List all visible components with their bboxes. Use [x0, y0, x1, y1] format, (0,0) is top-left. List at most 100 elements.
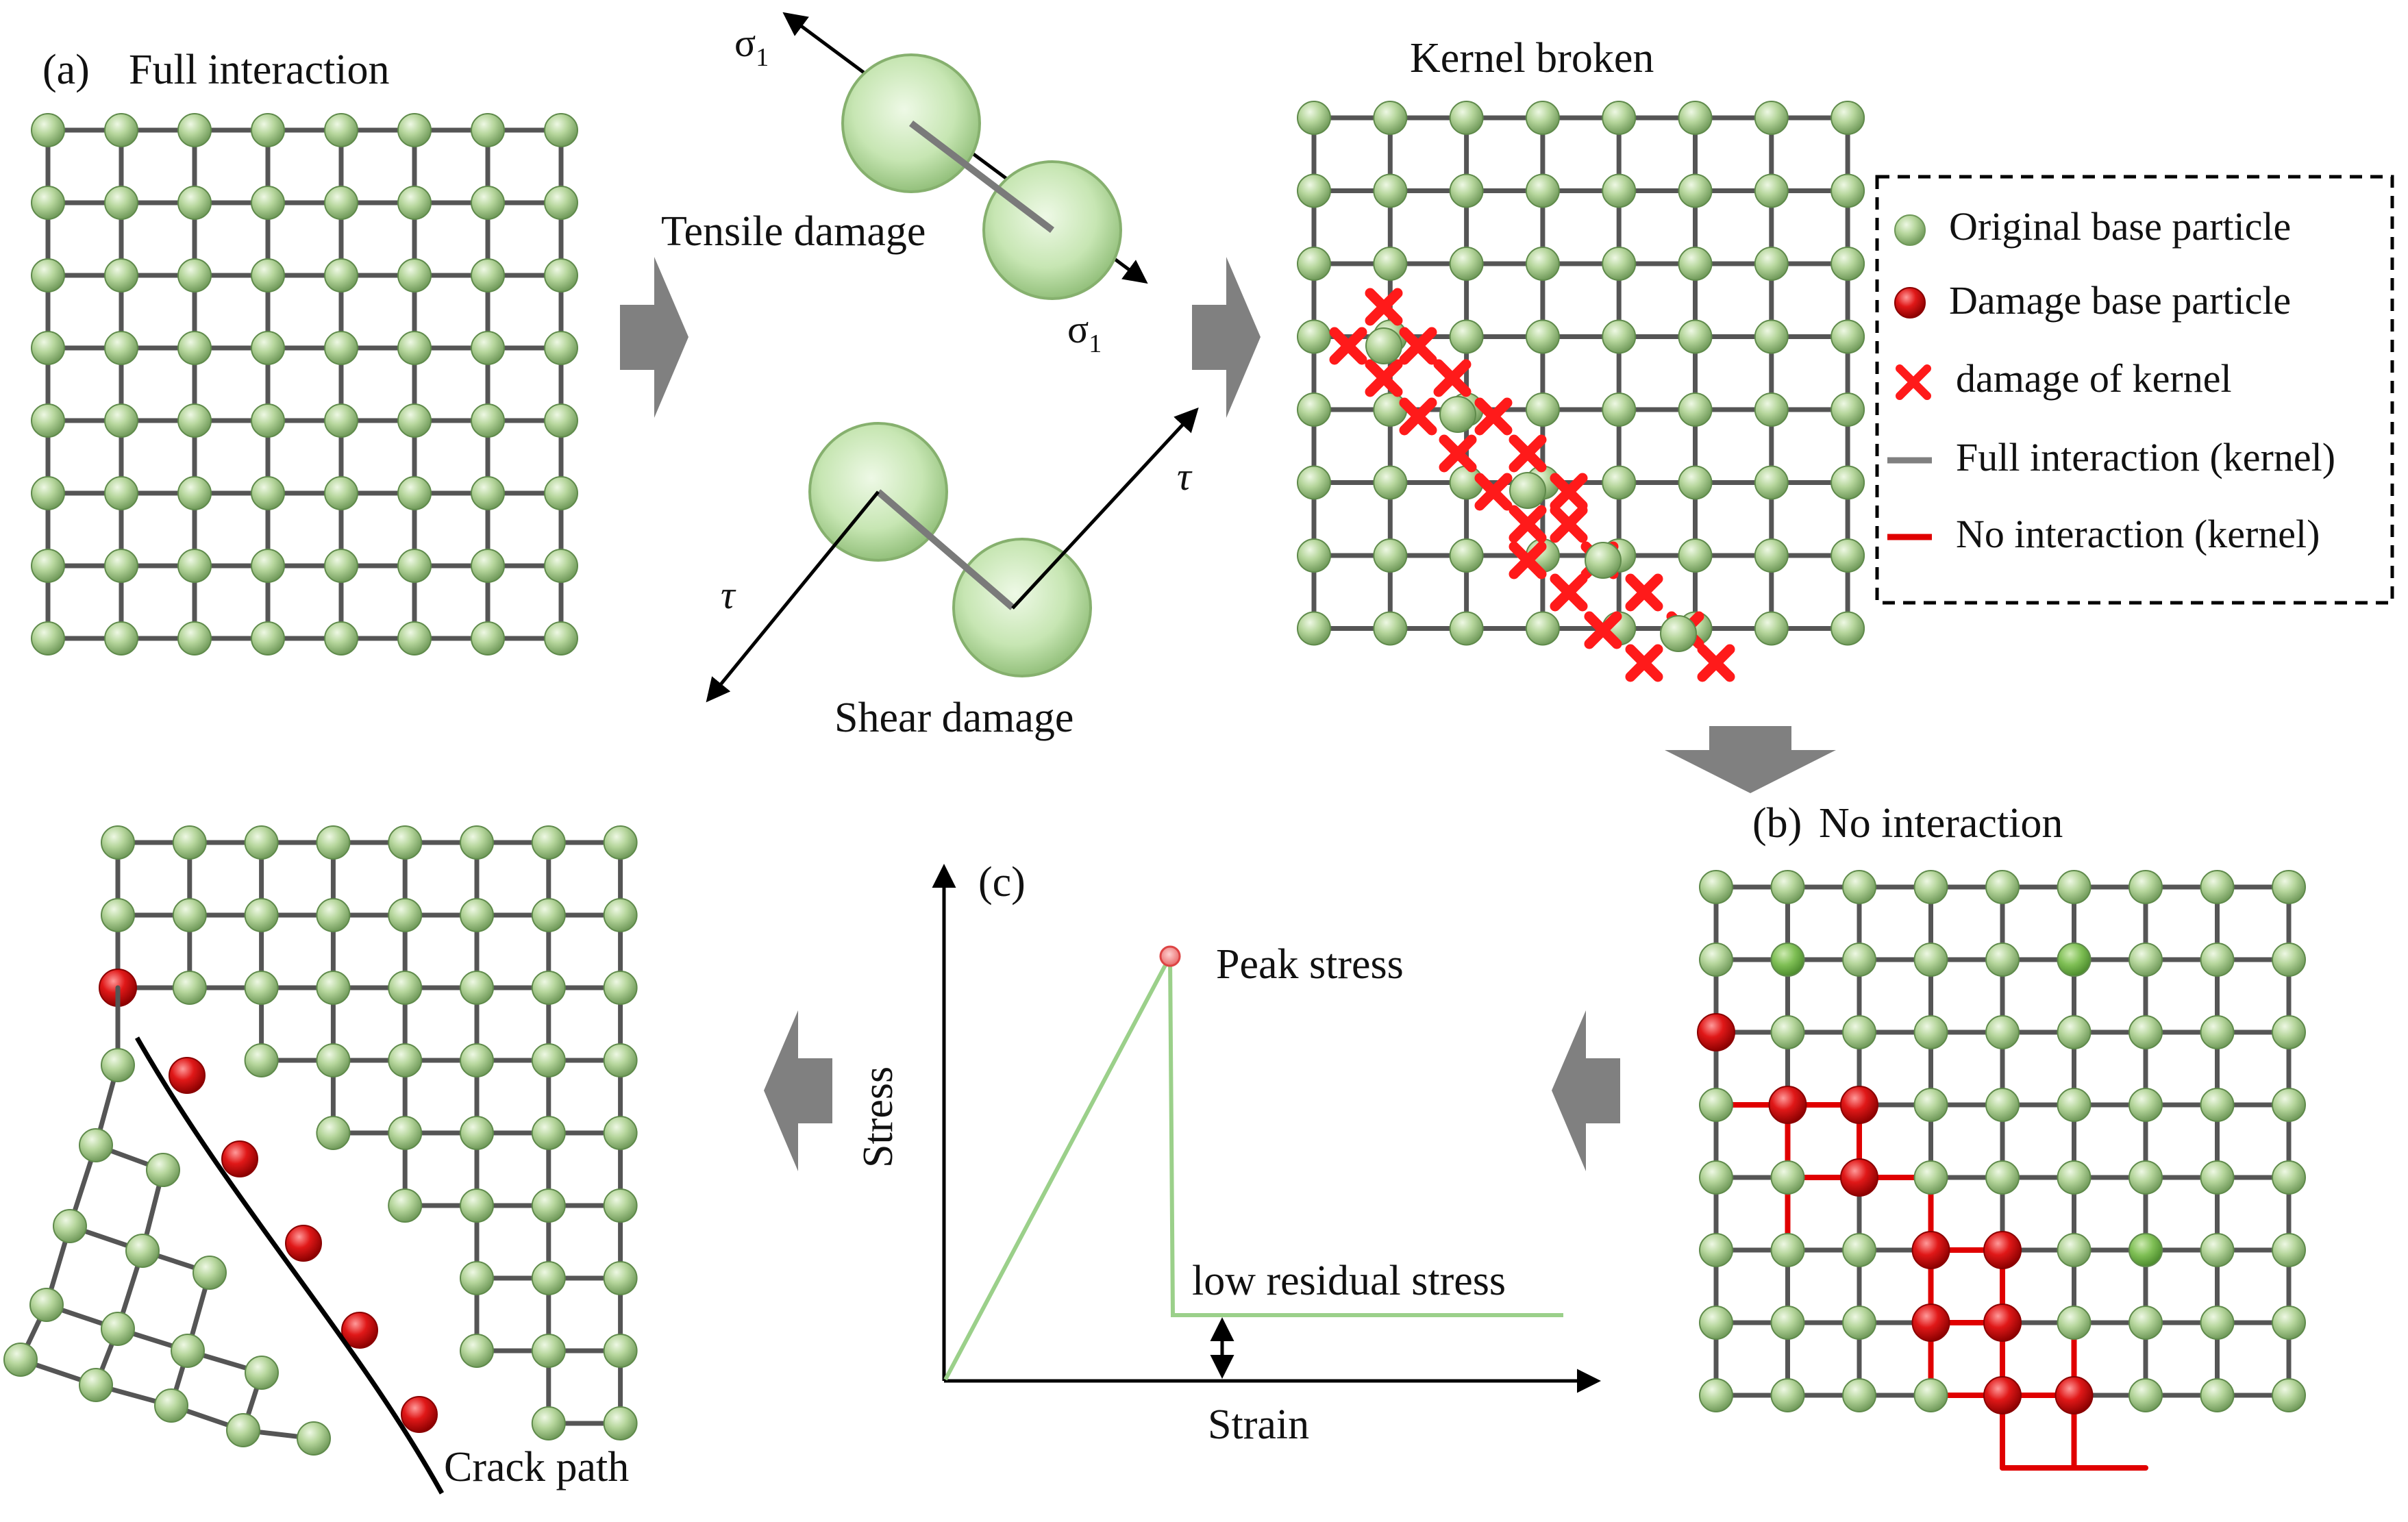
particle — [471, 403, 505, 438]
particle — [460, 1043, 494, 1077]
full-interaction-lattice — [31, 113, 578, 656]
particle — [471, 621, 505, 656]
particle — [2272, 1015, 2306, 1049]
particle — [1770, 1233, 1805, 1267]
particle — [471, 331, 505, 365]
particle — [471, 476, 505, 510]
sigma-top-label: σ1 — [734, 21, 769, 72]
particle — [2057, 1015, 2092, 1049]
particle — [1602, 392, 1637, 427]
particle — [603, 1406, 638, 1440]
legend-original-particle-icon — [1894, 214, 1926, 246]
particle — [104, 549, 138, 583]
particle — [177, 113, 212, 147]
particle — [397, 621, 432, 656]
particle — [1699, 943, 1733, 977]
particle — [531, 1261, 566, 1295]
shear-bond — [876, 489, 1015, 610]
particle — [603, 971, 638, 1005]
particle — [603, 1043, 638, 1077]
damaged-particle — [1840, 1158, 1878, 1197]
damaged-particle — [1983, 1303, 2022, 1342]
particle — [544, 403, 578, 438]
particle — [251, 403, 285, 438]
released-particle — [285, 1225, 322, 1262]
legend-frame — [1875, 175, 2394, 605]
particle — [471, 113, 505, 147]
tensile-damage-illustration — [782, 12, 1148, 300]
particle — [1830, 319, 1865, 354]
particle — [53, 1209, 87, 1243]
particle — [544, 331, 578, 365]
damaged-particle — [1697, 1013, 1735, 1051]
crack-path-label: Crack path — [444, 1444, 629, 1490]
legend-damage-label: Damage base particle — [1949, 278, 2291, 323]
particle — [324, 113, 358, 147]
particle — [245, 1356, 279, 1390]
panel-a-tag: (a) — [42, 47, 90, 93]
particle — [244, 1043, 279, 1077]
particle — [104, 621, 138, 656]
stress-strain-curve — [943, 955, 1563, 1381]
flow-arrow-left-1 — [1552, 1010, 1620, 1171]
particle — [1297, 101, 1331, 135]
residual-stress-label: low residual stress — [1192, 1258, 1506, 1304]
sigma-bottom-label: σ1 — [1067, 307, 1102, 358]
particle — [29, 1288, 64, 1322]
particle — [388, 898, 423, 932]
particle — [460, 1261, 494, 1295]
particle — [172, 971, 207, 1005]
particle — [2057, 1306, 2092, 1340]
released-particle — [401, 1396, 438, 1433]
kernel-broken-title: Kernel broken — [1410, 35, 1654, 82]
particle — [244, 898, 279, 932]
particle — [125, 1234, 160, 1268]
particle — [1373, 538, 1408, 573]
particle — [79, 1368, 113, 1402]
legend-damage-particle-icon — [1894, 287, 1926, 319]
particle — [1754, 392, 1789, 427]
particle — [388, 971, 423, 1005]
flow-arrow-left-2 — [764, 1010, 832, 1171]
particle — [154, 1388, 188, 1423]
particle — [531, 898, 566, 932]
particle — [316, 1116, 351, 1150]
particle — [1678, 538, 1713, 573]
particle — [251, 113, 285, 147]
particle — [1373, 173, 1408, 208]
particle-variant — [1770, 943, 1805, 977]
particle — [544, 621, 578, 656]
particle — [3, 1343, 38, 1377]
kernel-damage-cross — [1509, 505, 1547, 543]
particle — [1913, 870, 1948, 904]
particle — [1297, 611, 1331, 646]
particle — [2200, 1160, 2235, 1195]
legend: Original base particle Damage base parti… — [1875, 175, 2394, 605]
particle — [544, 258, 578, 292]
particle — [460, 898, 494, 932]
stress-strain-chart — [932, 864, 1601, 1393]
particle — [1754, 247, 1789, 281]
particle — [2200, 943, 2235, 977]
particle — [79, 1128, 113, 1162]
kernel-damage-cross — [1625, 573, 1663, 612]
legend-none-label: No interaction (kernel) — [1956, 512, 2320, 556]
particle — [1373, 611, 1408, 646]
particle — [244, 825, 279, 860]
particle — [2128, 870, 2163, 904]
particle — [471, 549, 505, 583]
particle — [172, 898, 207, 932]
particle — [2272, 1306, 2306, 1340]
kernel-damage-cross — [1399, 397, 1437, 436]
particle — [1699, 1160, 1733, 1195]
particle — [1449, 538, 1484, 573]
kernel-damage-cross — [1584, 611, 1622, 649]
particle — [177, 186, 212, 220]
particle — [1699, 1233, 1733, 1267]
particle — [104, 331, 138, 365]
particle — [397, 113, 432, 147]
particle — [544, 476, 578, 510]
particle — [297, 1421, 331, 1456]
particle — [1525, 392, 1560, 427]
